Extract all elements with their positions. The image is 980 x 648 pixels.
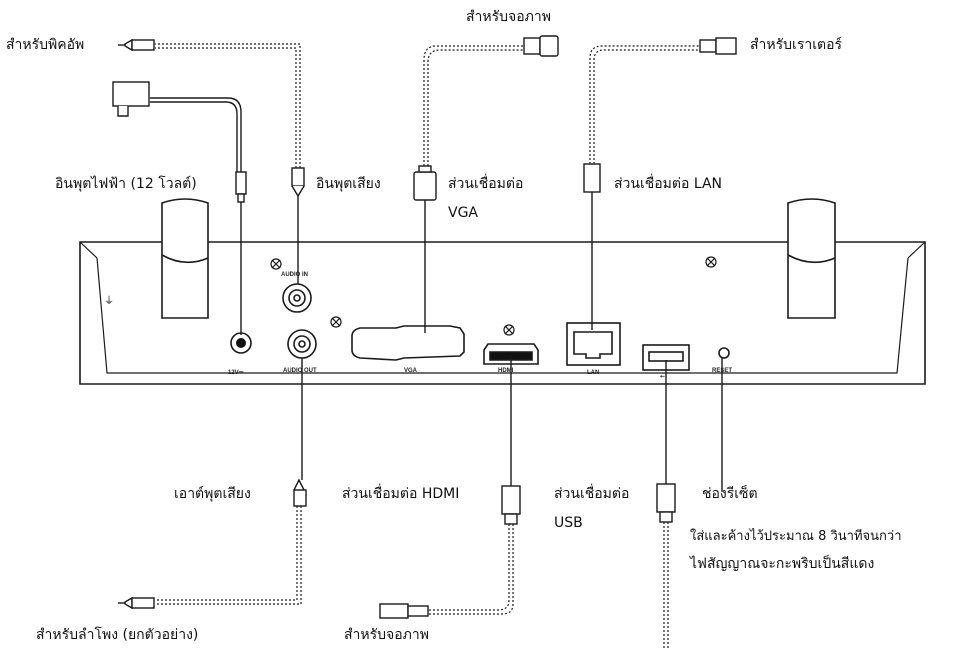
label-power-input: อินพุตไฟฟ้า (12 โวลต์) [55,176,197,192]
hdmi-port [483,343,539,365]
label-reset-note-line2: ไฟสัญญาณจะกะพริบเป็นสีแดง [690,556,875,572]
vga-monitor-plug [523,35,559,57]
power-cable [112,81,247,335]
pickup-plug [118,38,155,52]
lan-cable [589,45,700,164]
label-usb-connector-line1: ส่วนเชื่อมต่อ [554,486,630,502]
audio-out-cable [155,506,302,605]
panel-label-audio-in: AUDIO IN [281,272,308,278]
usb-cable [663,522,669,648]
audio-in-cable [155,43,301,168]
ground-icon: ⏚ [104,295,114,307]
label-hdmi-connector: ส่วนเชื่อมต่อ HDMI [342,486,460,502]
hdmi-monitor-plug [379,603,429,619]
label-for-router: สำหรับเราเตอร์ [750,37,843,53]
label-vga-connector-line1: ส่วนเชื่อมต่อ [448,176,524,192]
audio-out-port [287,329,317,359]
label-for-monitor-top: สำหรับจอภาพ [466,9,551,25]
label-for-monitor-bottom: สำหรับจอภาพ [344,627,429,643]
audio-in-port [282,283,312,313]
vga-port [351,325,465,361]
panel-label-audio-out: AUDIO OUT [283,368,317,374]
hdmi-cable [428,524,514,615]
audio-out-plug [293,358,307,507]
label-for-speaker: สำหรับลำโพง (ยกตัวอย่าง) [36,627,199,643]
label-audio-input: อินพุตเสียง [316,176,381,192]
label-vga-connector-line2: VGA [448,205,479,221]
hdmi-plug [501,358,521,525]
screw-icons [270,256,717,336]
left-antenna [161,198,209,319]
power-port [230,332,252,354]
lan-port [566,322,621,366]
label-reset-note-line1: ใส่และค้างไว้ประมาณ 8 วินาทีจนกว่า [690,529,902,544]
label-reset-port: ช่องรีเซ็ต [702,486,758,502]
vga-plug [413,165,437,333]
device-body [79,241,926,385]
right-antenna [787,198,836,319]
audio-in-plug [291,167,305,284]
router-plug [699,37,737,55]
panel-label-lan: LAN [587,370,599,376]
label-for-pickup: สำหรับพิคอัพ [6,37,85,53]
label-lan-connector: ส่วนเชื่อมต่อ LAN [614,176,723,192]
label-usb-connector-line2: USB [554,515,583,531]
lan-plug [583,163,601,330]
speaker-plug [118,596,155,610]
vga-cable [423,45,524,166]
usb-plug [656,360,676,523]
panel-label-hdmi: HDMI [498,368,514,374]
panel-label-power: 12V⎓ [228,370,244,376]
reset-hole [718,347,730,359]
label-audio-output: เอาต์พุตเสียง [174,486,251,502]
panel-label-vga: VGA [404,368,418,374]
panel-label-usb: ⭠ [660,374,665,380]
